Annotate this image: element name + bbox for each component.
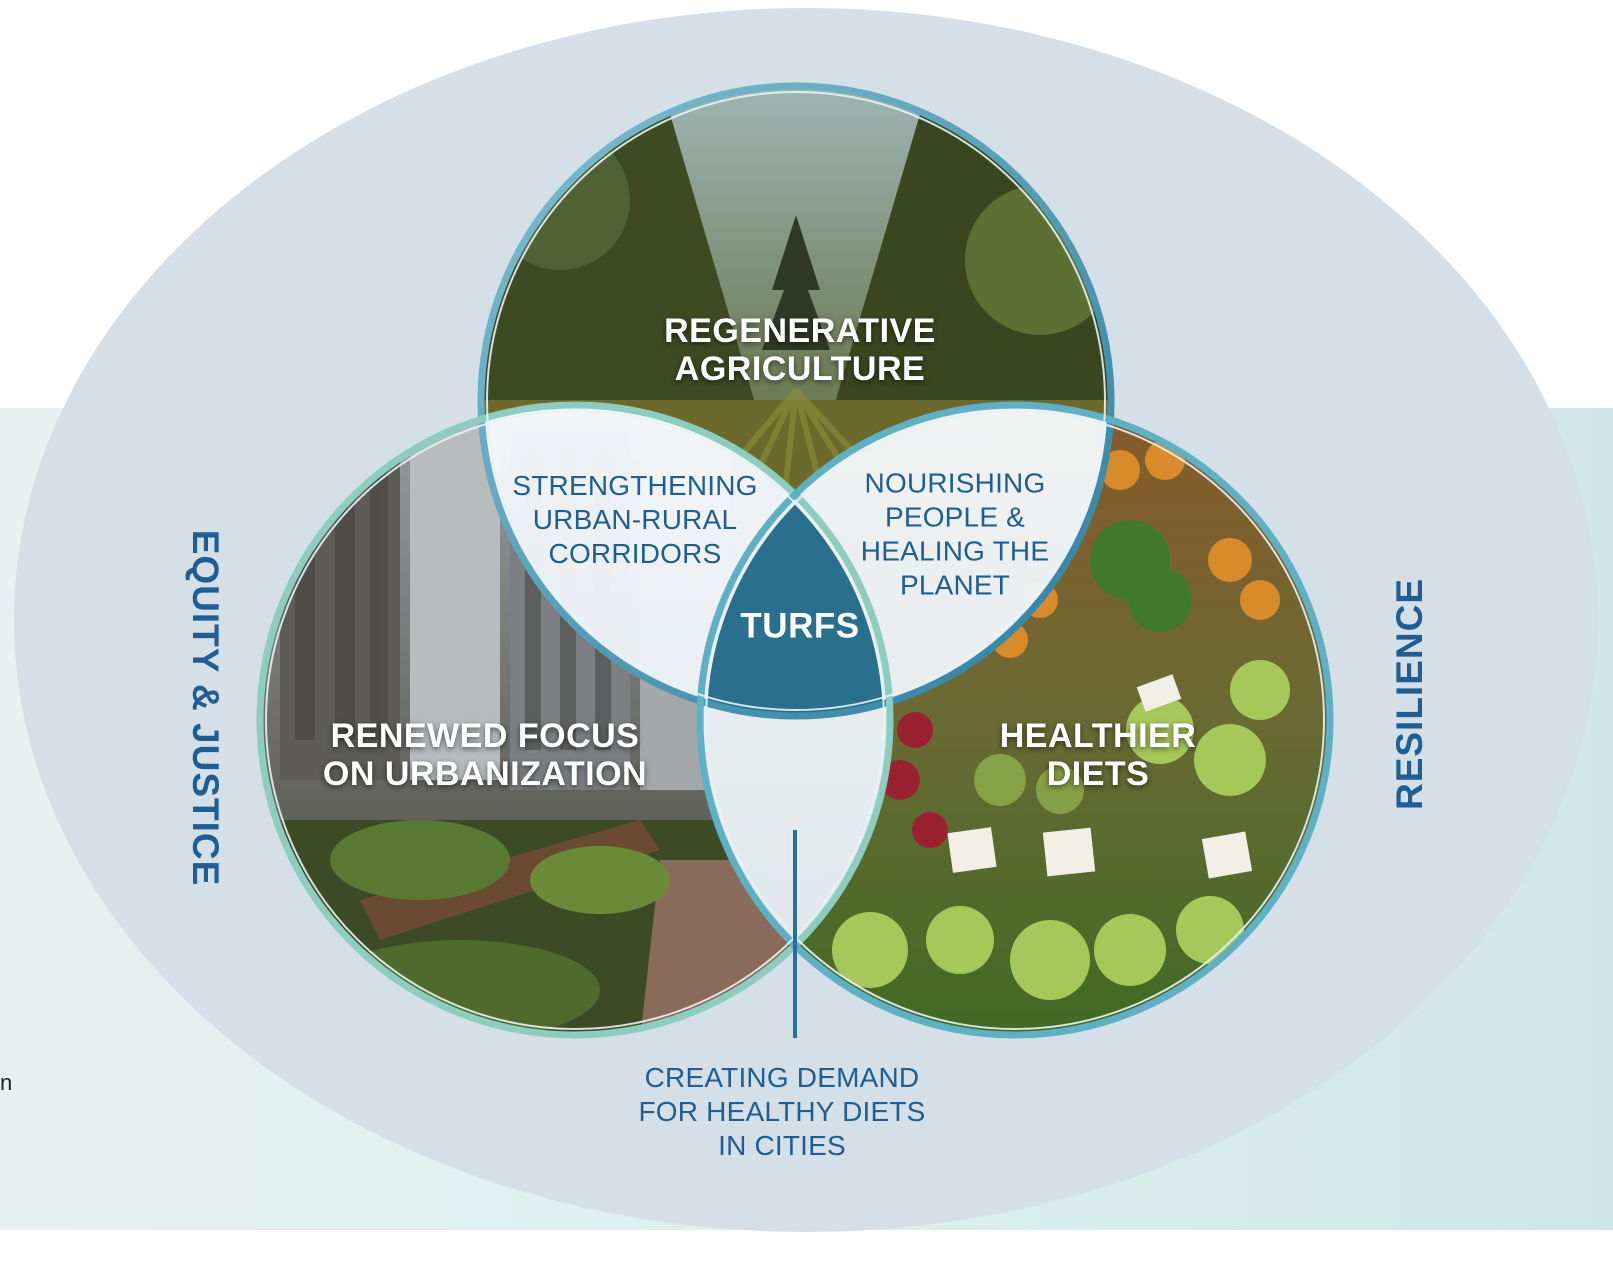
right-circle-ring (696, 401, 1334, 1039)
left-circle-ring (256, 401, 894, 1039)
top-right-overlap (700, 405, 1111, 716)
top-circle-ring (477, 82, 1115, 720)
top-left-overlap (481, 405, 890, 716)
stray-text: n (0, 1070, 13, 1095)
